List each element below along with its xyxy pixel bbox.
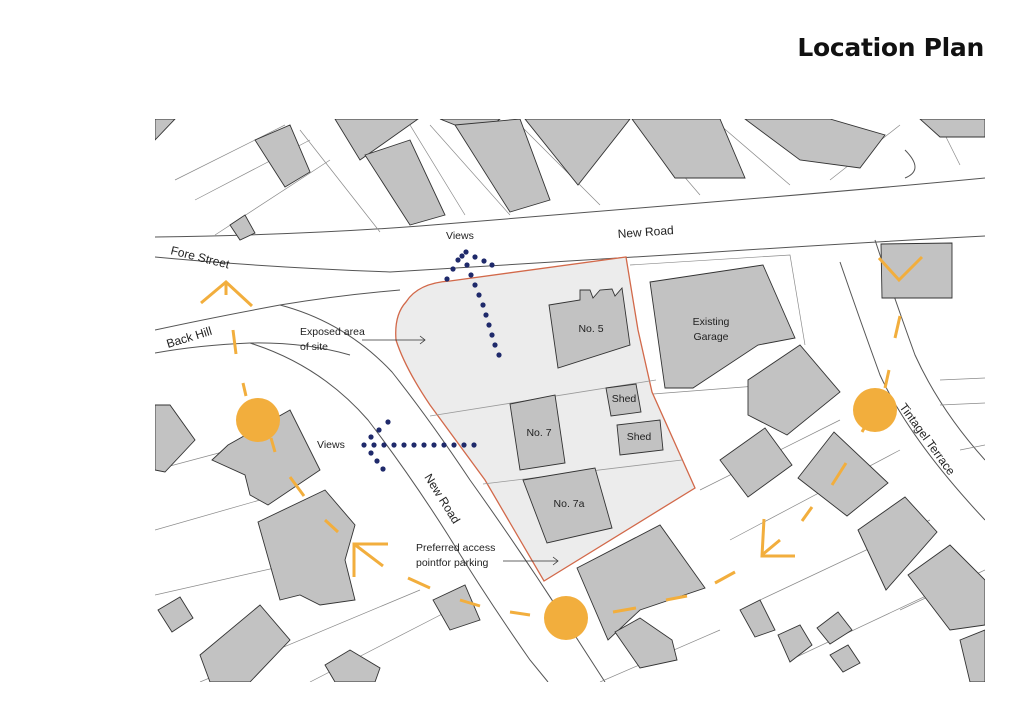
label-garage-line2: Garage [693, 331, 728, 343]
sun-marker-west [236, 398, 280, 442]
label-shed-2: Shed [627, 431, 652, 443]
views-arrow-north [444, 249, 502, 358]
annotation-leaders [362, 335, 559, 566]
label-shed-1: Shed [612, 393, 637, 405]
sun-markers [236, 388, 897, 640]
building-no7 [509, 394, 566, 471]
label-no7: No. 7 [526, 427, 551, 439]
sun-path [200, 255, 924, 617]
label-access-line1: Preferred access [416, 542, 495, 554]
label-exposed-line1: Exposed area [300, 326, 365, 338]
label-exposed-line2: of site [300, 341, 328, 353]
page-title: Location Plan [797, 33, 984, 62]
buildings [155, 119, 985, 682]
label-garage-line1: Existing [693, 316, 730, 328]
building-shed-1 [605, 383, 642, 417]
label-views-west: Views [317, 439, 345, 451]
views-arrow-west [361, 419, 477, 472]
label-views-north: Views [446, 230, 474, 242]
building-shed-2 [616, 419, 664, 456]
site-buildings [509, 286, 664, 544]
label-no5: No. 5 [578, 323, 603, 335]
building-no7a [522, 467, 613, 544]
street-new-road-north: New Road [617, 223, 674, 241]
sun-marker-south [544, 596, 588, 640]
building-no5 [548, 286, 631, 369]
road-edges [155, 149, 985, 682]
label-access-line2: pointfor parking [416, 557, 489, 569]
sun-marker-east [853, 388, 897, 432]
label-no7a: No. 7a [554, 498, 585, 510]
